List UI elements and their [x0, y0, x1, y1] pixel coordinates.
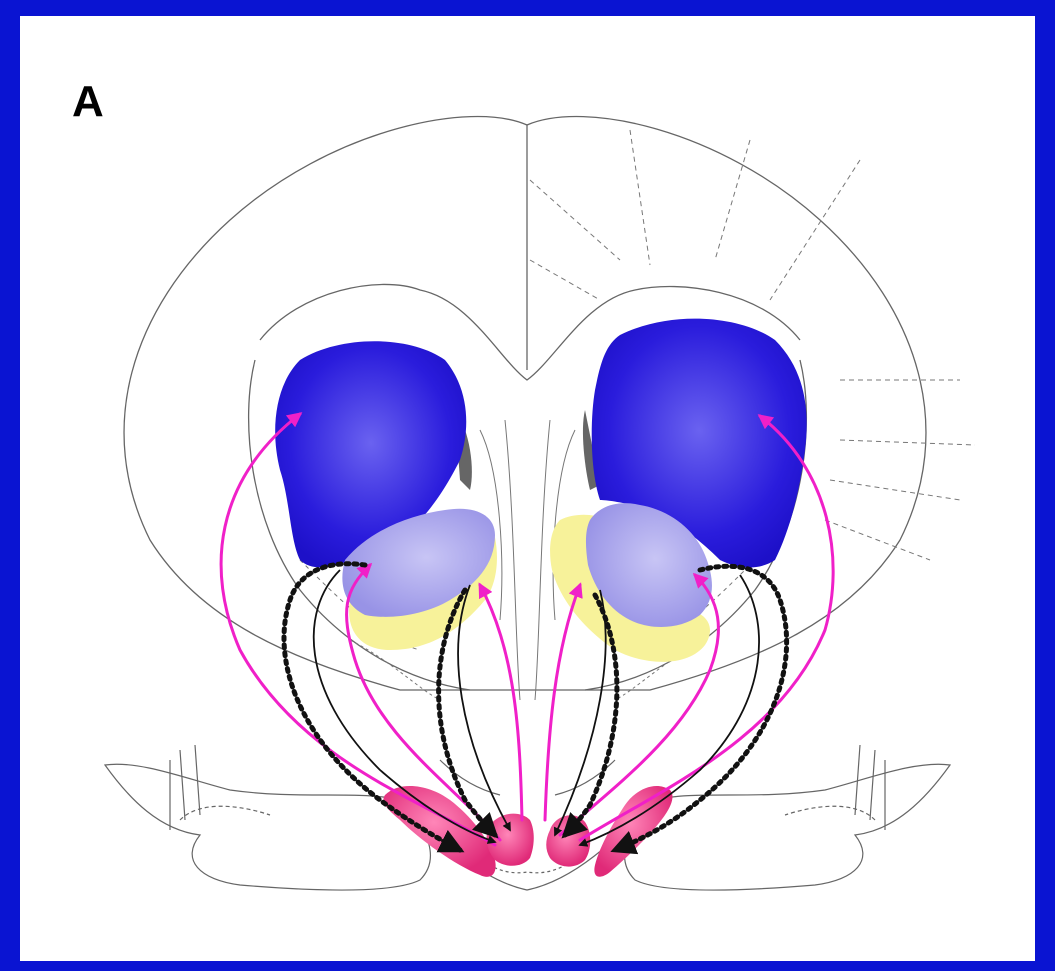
pink-nucleus-left-medial [487, 814, 534, 866]
pink-nucleus-left-lateral [383, 786, 495, 877]
lower-section-outline [105, 745, 950, 890]
brain-outline [124, 117, 926, 690]
brain-section-diagram [20, 16, 1035, 961]
figure-panel: A [20, 16, 1035, 961]
black-arrow-2 [458, 585, 510, 830]
dark-blue-regions [275, 319, 807, 568]
panel-label: A [72, 80, 104, 124]
pink-nucleus-right-medial [546, 815, 590, 866]
magenta-arrow-4 [545, 585, 580, 820]
pink-nucleus-right-lateral [594, 786, 672, 877]
lower-right-lobe [625, 764, 950, 890]
dotted-arrow-3 [565, 595, 617, 835]
